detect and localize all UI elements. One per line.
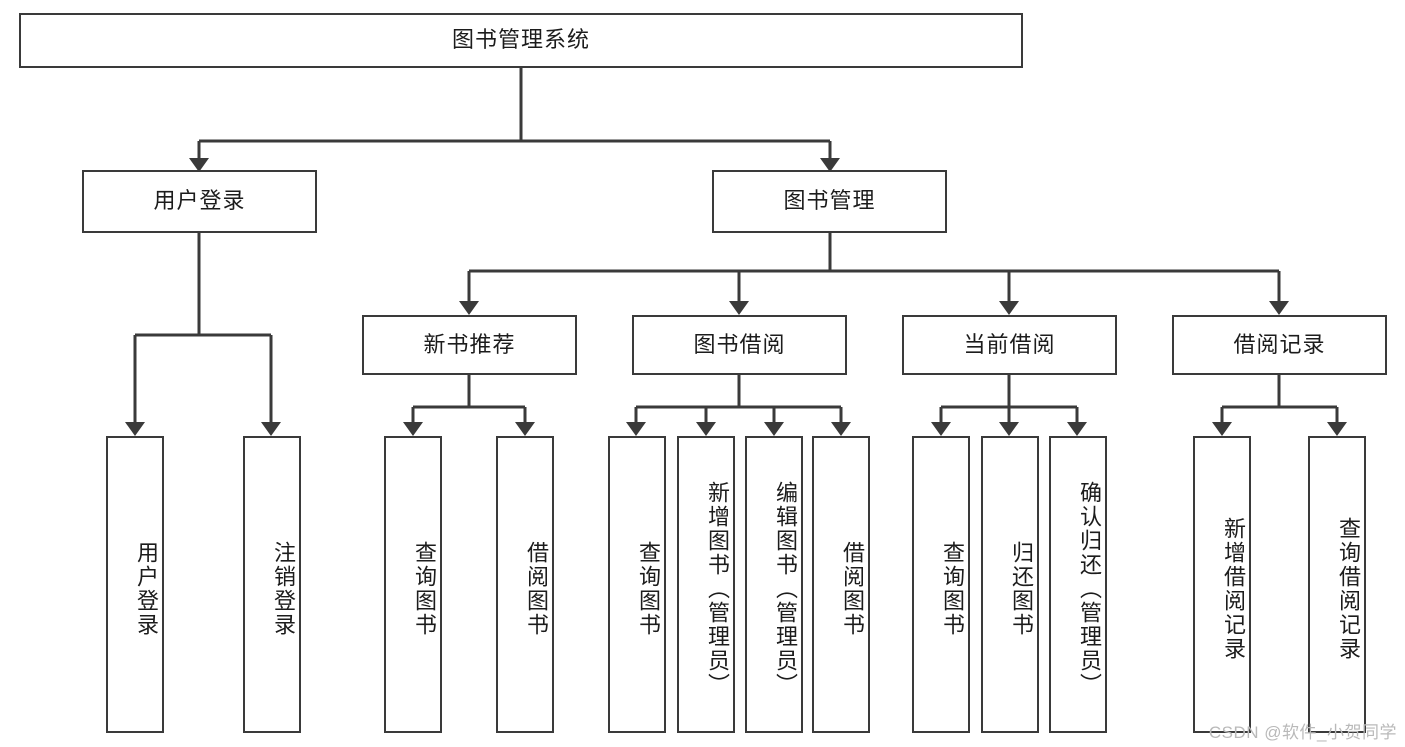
leaf-label: 归还图书 — [1009, 540, 1034, 637]
node-book-borrow[interactable]: 图书借阅 — [632, 315, 847, 375]
leaf-label: 用户登录 — [134, 540, 159, 637]
leaf-label: 新增借阅记录 — [1221, 516, 1246, 661]
leaf-book-borrow-edit[interactable]: 编辑图书（管理员） — [745, 436, 803, 733]
node-borrow-record[interactable]: 借阅记录 — [1172, 315, 1387, 375]
leaf-new-book-query[interactable]: 查询图书 — [384, 436, 442, 733]
leaf-borrow-record-query[interactable]: 查询借阅记录 — [1308, 436, 1366, 733]
leaf-label: 查询借阅记录 — [1336, 516, 1361, 661]
leaf-book-borrow-add[interactable]: 新增图书（管理员） — [677, 436, 735, 733]
leaf-label: 注销登录 — [271, 540, 296, 637]
leaf-label: 查询图书 — [940, 540, 965, 637]
leaf-book-borrow-lend[interactable]: 借阅图书 — [812, 436, 870, 733]
node-root-system[interactable]: 图书管理系统 — [19, 13, 1023, 68]
leaf-label: 借阅图书 — [840, 540, 865, 637]
leaf-new-book-borrow[interactable]: 借阅图书 — [496, 436, 554, 733]
leaf-label: 借阅图书 — [524, 540, 549, 637]
leaf-user-login-signin[interactable]: 用户登录 — [106, 436, 164, 733]
leaf-label: 查询图书 — [636, 540, 661, 637]
node-new-book-recommend[interactable]: 新书推荐 — [362, 315, 577, 375]
leaf-current-borrow-query[interactable]: 查询图书 — [912, 436, 970, 733]
leaf-current-borrow-confirm[interactable]: 确认归还（管理员） — [1049, 436, 1107, 733]
node-current-borrow[interactable]: 当前借阅 — [902, 315, 1117, 375]
leaf-label: 查询图书 — [412, 540, 437, 637]
csdn-watermark: CSDN @软件_小贺同学 — [1208, 723, 1397, 742]
node-user-login[interactable]: 用户登录 — [82, 170, 317, 233]
leaf-label: 新增图书（管理员） — [705, 480, 730, 697]
leaf-borrow-record-add[interactable]: 新增借阅记录 — [1193, 436, 1251, 733]
leaf-book-borrow-query[interactable]: 查询图书 — [608, 436, 666, 733]
leaf-current-borrow-return[interactable]: 归还图书 — [981, 436, 1039, 733]
leaf-label: 确认归还（管理员） — [1077, 480, 1102, 697]
leaf-label: 编辑图书（管理员） — [773, 480, 798, 697]
leaf-user-login-signout[interactable]: 注销登录 — [243, 436, 301, 733]
node-book-management[interactable]: 图书管理 — [712, 170, 947, 233]
